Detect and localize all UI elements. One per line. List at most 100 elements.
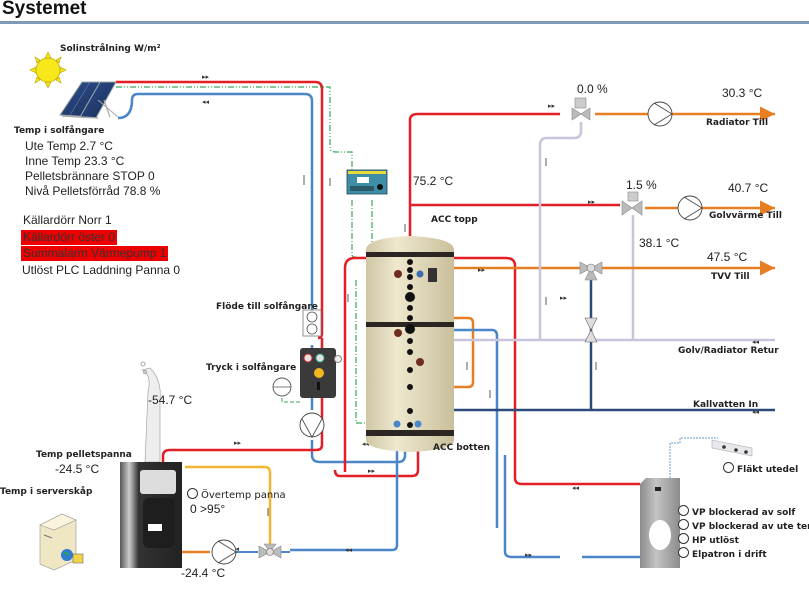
plc-trip-status: Utlöst PLC Laddning Panna 0 <box>22 263 181 277</box>
svg-text:▸▸: ▸▸ <box>548 102 556 110</box>
boiler-return-pipe <box>290 426 399 552</box>
overtemp-indicator: Övertemp panna <box>187 488 286 502</box>
floor-mixing-valve-icon <box>621 191 643 216</box>
heatpump-indicators: VP blockerad av solf VP blockerad av ute… <box>678 505 809 561</box>
status-light-icon <box>678 519 689 530</box>
indicator-label: HP utlöst <box>692 536 739 546</box>
door-north-status: Källardörr Norr 1 <box>23 213 112 227</box>
svg-text:▸▸: ▸▸ <box>234 439 242 447</box>
tank-coil-loop <box>410 316 475 389</box>
pellets-stop-value: Pelletsbrännare STOP 0 <box>25 169 155 183</box>
title-divider <box>0 21 809 24</box>
svg-text:▸▸: ▸▸ <box>560 294 568 302</box>
controller-icon <box>346 169 388 195</box>
overtemp-status-icon <box>187 488 198 499</box>
indicator-label: VP blockerad av ute temp <box>692 522 809 532</box>
status-light-icon <box>678 505 689 516</box>
solar-supply-pipe <box>116 80 324 340</box>
check-valve-icon <box>584 317 598 343</box>
indicator-label: Elpatron i drift <box>692 550 767 560</box>
svg-text:▸▸: ▸▸ <box>368 467 376 475</box>
svg-text:◂◂: ◂◂ <box>752 338 760 346</box>
page-title: Systemet <box>2 0 87 19</box>
tvv-mixing-valve-icon <box>579 261 603 281</box>
status-light-icon <box>678 533 689 544</box>
solar-return-pipe <box>117 92 314 310</box>
solar-return-to-tank <box>310 428 407 464</box>
svg-text:◂◂: ◂◂ <box>345 546 353 554</box>
status-light-icon <box>678 547 689 558</box>
irradiance-label: Solinstrålning W/m² <box>60 44 161 54</box>
radiator-pump-icon <box>647 101 673 127</box>
tank-top-temp: 75.2 °C <box>413 174 454 188</box>
radiator-temp: 30.3 °C <box>722 86 763 100</box>
pellets-level-value: Nivå Pelletsförråd 78.8 % <box>25 184 161 198</box>
cold-water-label: Kallvatten In <box>693 400 759 410</box>
tvv-label: TVV Till <box>711 272 750 282</box>
fan-status-icon <box>723 462 734 473</box>
svg-text:▸▸: ▸▸ <box>525 551 533 559</box>
overtemp-label: Övertemp panna <box>201 490 286 501</box>
door-east-alarm: Källardörr öster 0 <box>21 230 118 245</box>
boiler-temp-value: -24.5 °C <box>55 462 100 476</box>
return-label: Golv/Radiator Retur <box>678 346 779 356</box>
boiler-flow-pipe <box>185 465 272 545</box>
pressure-gauge-icon <box>272 377 292 397</box>
outdoor-fan-unit-icon <box>711 439 753 457</box>
indicator-row: VP blockerad av solf <box>678 505 809 519</box>
tank-top-label: ACC topp <box>431 215 478 225</box>
radiator-label: Radiator Till <box>706 118 769 128</box>
tvv-temp: 47.5 °C <box>707 250 748 264</box>
inne-temp-value: Inne Temp 23.3 °C <box>25 154 125 168</box>
solar-collector-icon <box>59 81 119 119</box>
sun-icon <box>29 51 67 89</box>
server-cabinet-icon <box>39 513 84 571</box>
floor-pump-icon <box>677 195 703 221</box>
svg-text:▸▸: ▸▸ <box>478 266 486 274</box>
floor-temp: 40.7 °C <box>728 181 769 195</box>
boiler-supply-pipe <box>170 338 324 452</box>
radiator-valve-position: 0.0 % <box>577 82 608 96</box>
accumulator-tank <box>366 236 454 452</box>
return-temp: 38.1 °C <box>639 236 680 250</box>
svg-text:◂◂: ◂◂ <box>752 408 760 416</box>
indicator-row: HP utlöst <box>678 533 809 547</box>
svg-text:▸▸: ▸▸ <box>202 73 210 81</box>
pellet-boiler-icon <box>120 361 182 568</box>
solar-signal-line <box>116 86 353 170</box>
flue-temp: -54.7 °C <box>148 393 193 407</box>
svg-text:◂◂: ◂◂ <box>572 484 580 492</box>
tank-bottom-label: ACC botten <box>433 443 491 453</box>
boiler-return-temp: -24.4 °C <box>181 566 226 580</box>
signal-line-tank-top <box>351 200 367 259</box>
refrigerant-line <box>669 437 718 478</box>
heatpump-supply-pipe <box>343 256 640 486</box>
overtemp-value: 0 >95° <box>190 502 226 516</box>
heat-pump-icon <box>640 478 680 568</box>
fan-indicator: Fläkt utedel <box>723 462 798 476</box>
solar-pump-station-icon <box>300 348 342 398</box>
server-temp-label: Temp i serverskåp <box>0 487 93 497</box>
collector-temp-label: Temp i solfångare <box>14 126 105 136</box>
boiler-temp-label: Temp pelletspanna <box>36 450 132 460</box>
boiler-mixing-valve-icon <box>258 543 282 559</box>
heatpump-alarm: Summalarm Värmepump 1 <box>21 246 169 261</box>
flow-label: Flöde till solfångare <box>216 302 318 312</box>
indicator-label: VP blockerad av solf <box>692 508 796 518</box>
pressure-label: Tryck i solfångare <box>206 363 297 373</box>
boiler-pump-icon <box>211 539 237 565</box>
floor-label: Golvvärme Till <box>709 211 782 221</box>
signal-line-tank-bottom <box>355 280 372 424</box>
indicator-row: VP blockerad av ute temp <box>678 519 809 533</box>
fan-label: Fläkt utedel <box>737 465 799 475</box>
svg-text:◂◂: ◂◂ <box>362 440 370 448</box>
vertical-flow-arrows <box>267 158 597 516</box>
svg-text:▸▸: ▸▸ <box>588 198 596 206</box>
flow-meter-icon <box>302 309 322 337</box>
floor-valve-position: 1.5 % <box>626 178 657 192</box>
heatpump-return-pipe <box>503 455 560 559</box>
tank-top-to-radiator-pipe <box>408 112 560 260</box>
ute-temp-value: Ute Temp 2.7 °C <box>25 139 113 153</box>
radiator-mixing-valve-icon <box>571 97 591 121</box>
